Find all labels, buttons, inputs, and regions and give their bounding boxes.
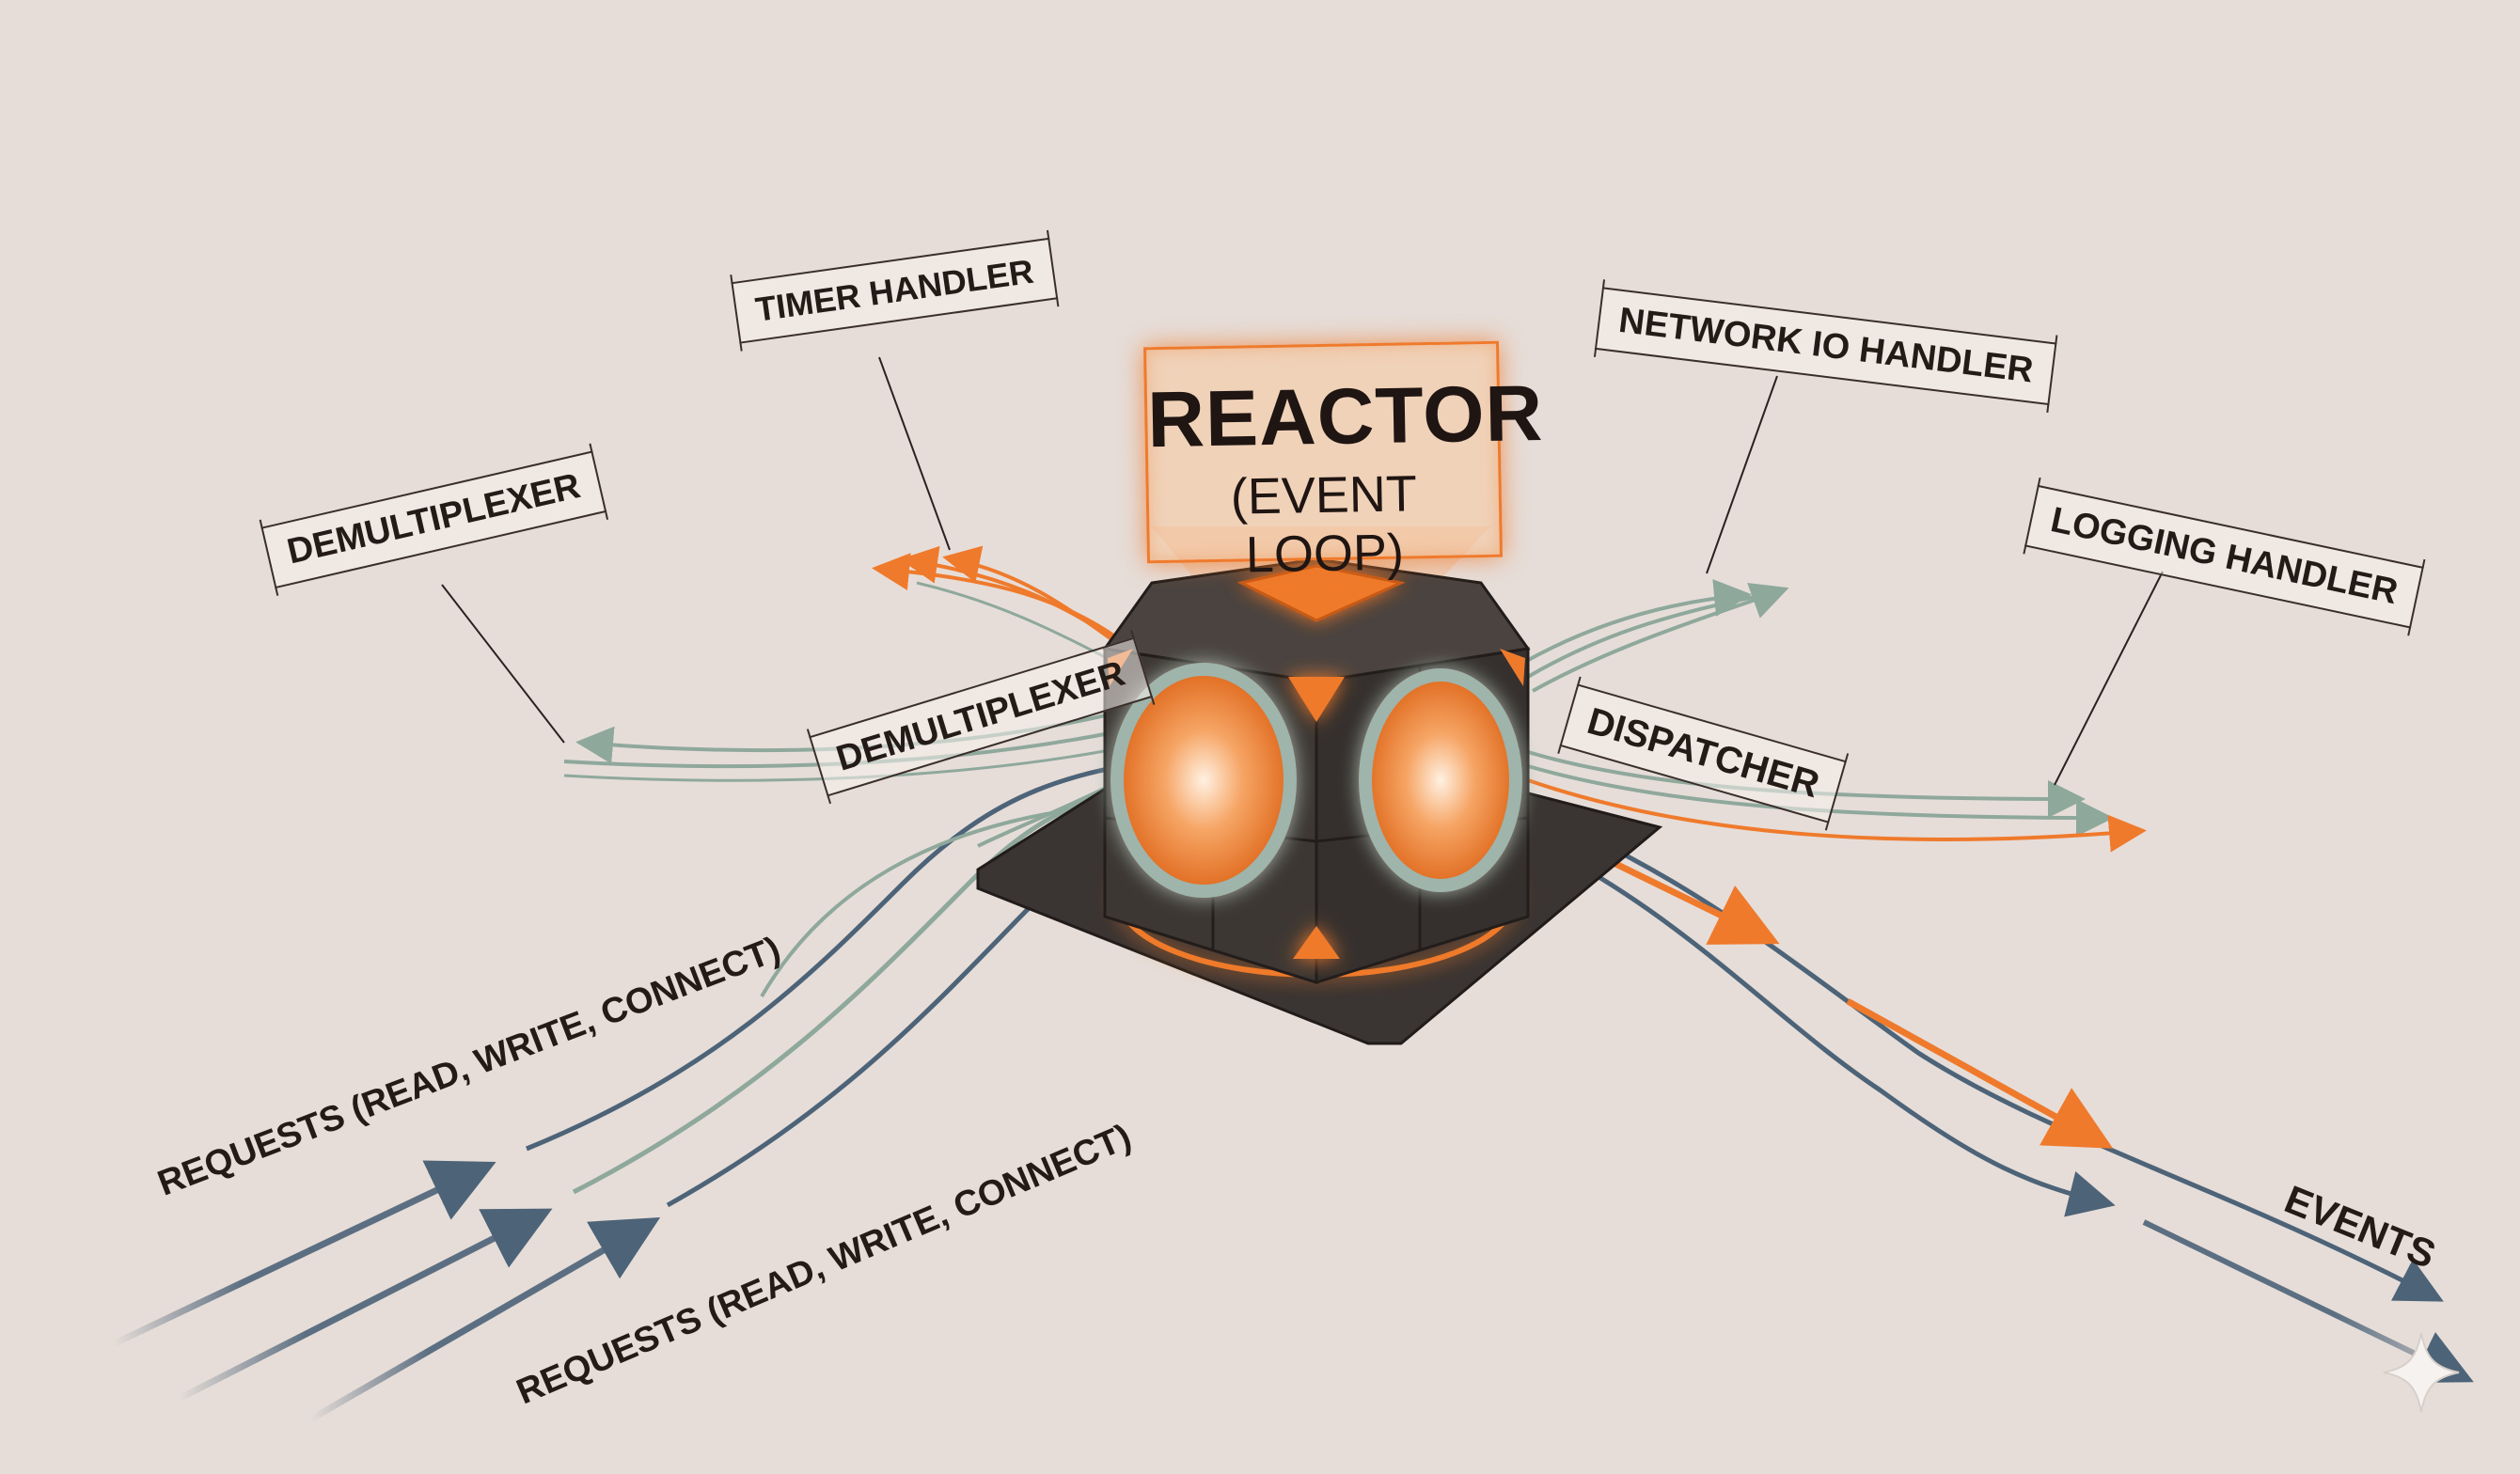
network-io-flows (1522, 579, 1789, 693)
reactor-title: REACTOR (1146, 368, 1544, 464)
reactor-title-box: REACTOR (EVENT LOOP) (1143, 340, 1544, 583)
left-portal (1110, 663, 1297, 898)
top-hatch (1236, 564, 1406, 622)
sparkle-icon (2383, 1332, 2460, 1413)
reactor-subtitle: (EVENT LOOP) (1230, 465, 1418, 584)
right-portal (1359, 668, 1522, 892)
leader-lines (441, 356, 2164, 786)
reactor-cube (976, 557, 1663, 1045)
